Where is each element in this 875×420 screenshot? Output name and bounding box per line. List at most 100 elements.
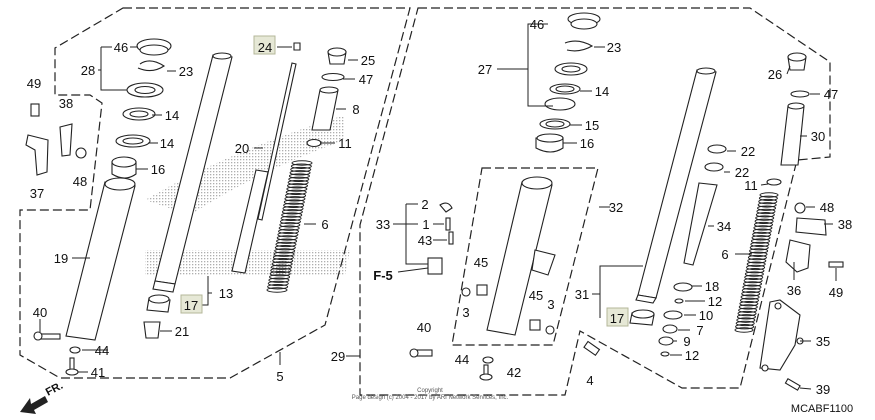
spring-coil [275,241,297,248]
spring-coil [739,300,759,307]
spring-coil [734,327,754,333]
callout[interactable]: 3 [462,305,469,320]
callout[interactable]: 14 [165,108,179,123]
callout[interactable]: 14 [595,84,609,99]
callout[interactable]: 23 [607,40,621,55]
callout[interactable]: 8 [352,102,359,117]
callout[interactable]: 2 [421,197,428,212]
callout[interactable]: 17 [184,298,198,313]
callout[interactable]: 42 [507,365,521,380]
reference-marker-f5[interactable]: F-5 [373,268,393,283]
callout[interactable]: 23 [179,64,193,79]
callout[interactable]: 4 [586,373,593,388]
callout[interactable]: 12 [708,294,722,309]
right-fork-group-outline [359,7,831,396]
callout[interactable]: 32 [609,200,623,215]
callout[interactable]: 33 [376,217,390,232]
spring-coil [753,225,773,231]
callout[interactable]: 45 [529,288,543,303]
spring-coil [286,186,308,192]
spring-coil [754,221,774,228]
spring-coil [746,261,766,267]
callout[interactable]: 26 [768,67,782,82]
callout[interactable]: 39 [816,382,830,397]
callout[interactable]: 45 [474,255,488,270]
callout[interactable]: 48 [820,200,834,215]
callout[interactable]: 37 [30,186,44,201]
callout[interactable]: 13 [219,286,233,301]
callout[interactable]: 46 [530,17,544,32]
callout[interactable]: 27 [478,62,492,77]
callout[interactable]: 19 [54,251,68,266]
callout[interactable]: 11 [338,136,352,151]
callout[interactable]: 7 [696,323,703,338]
callout[interactable]: 44 [95,343,109,358]
callout[interactable]: 47 [359,72,373,87]
spring-coil [267,284,289,290]
callout[interactable]: 1 [422,217,429,232]
diagram-code: MCABF1100 [791,403,853,415]
fork-body-group-outline [451,167,599,346]
front-label: FR. [44,380,65,399]
spring-coil [743,277,763,284]
spring-coil [737,310,757,317]
callout[interactable]: 46 [114,40,128,55]
callout[interactable]: 16 [151,162,165,177]
spring-coil [282,205,304,212]
callout[interactable]: 40 [33,305,47,320]
callout[interactable]: 16 [580,136,594,151]
callout[interactable]: 10 [699,308,713,323]
callout[interactable]: 18 [705,279,719,294]
callout[interactable]: 41 [91,365,105,380]
spring-coil [736,317,756,323]
spring-coil [735,324,755,330]
callout[interactable]: 6 [721,247,728,262]
spring-coil [742,284,762,290]
callout[interactable]: 28 [81,63,95,78]
callout[interactable]: 25 [361,53,375,68]
callout[interactable]: 11 [744,178,758,193]
spring-coil [290,166,312,173]
spring-coil [758,195,778,201]
callout[interactable]: 5 [276,369,283,384]
callout[interactable]: 22 [741,144,755,159]
callout[interactable]: 29 [331,349,345,364]
spring-coil [273,251,295,257]
callout[interactable]: 49 [27,76,41,91]
callout[interactable]: 49 [829,285,843,300]
callout[interactable]: 15 [585,118,599,133]
spring-coil [270,267,292,274]
callout[interactable]: 38 [59,96,73,111]
callout[interactable]: 9 [683,334,690,349]
callout[interactable]: 31 [575,287,589,302]
spring-coil [287,179,309,186]
arrow-icon [20,396,48,414]
callout[interactable]: 36 [787,283,801,298]
callout[interactable]: 48 [73,174,87,189]
callout[interactable]: 20 [235,141,249,156]
callout[interactable]: 47 [824,87,838,102]
callout[interactable]: 3 [547,297,554,312]
callout[interactable]: 44 [455,352,469,367]
spring-coil [291,160,313,166]
callout[interactable]: 22 [735,165,749,180]
spring-coil [750,238,770,244]
callout[interactable]: 43 [418,233,432,248]
callout[interactable]: 14 [160,136,174,151]
callout[interactable]: 12 [685,348,699,363]
callout[interactable]: 21 [175,324,189,339]
callout[interactable]: 24 [258,40,272,55]
highlight-box-17-left [180,294,203,314]
callout[interactable]: 34 [717,219,731,234]
callout[interactable]: 40 [417,320,431,335]
callout[interactable]: 30 [811,129,825,144]
spring-coil [756,208,776,215]
spring-coil [279,222,301,228]
callout[interactable]: 6 [321,217,328,232]
callout[interactable]: 17 [610,311,624,326]
spring-coil [279,218,301,225]
callout[interactable]: 35 [816,334,830,349]
middle-callouts: 2 33 1 43 45 3 45 3 40 44 42 4 32 [376,197,623,388]
spring-coil [281,212,303,218]
callout[interactable]: 38 [838,217,852,232]
